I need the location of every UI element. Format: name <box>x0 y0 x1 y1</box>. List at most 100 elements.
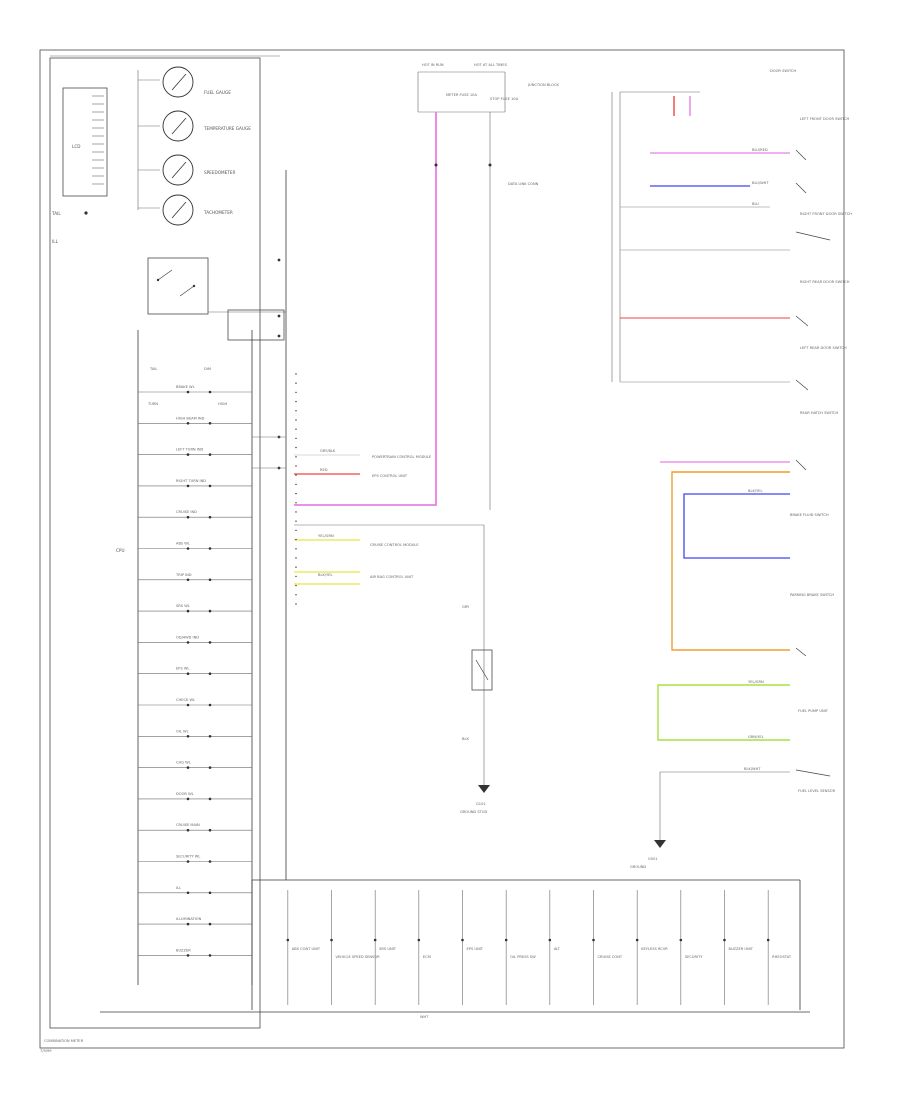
indicator-label: TRIP IND <box>175 573 192 577</box>
right-wire-grn-yel: GRN/YEL <box>748 735 764 739</box>
indicator-label: EPS WL <box>176 667 189 671</box>
mid-wire-red: RED <box>320 468 328 472</box>
indicator-lamp-icon <box>208 547 212 550</box>
indicator-lamp-icon <box>186 578 190 582</box>
right-wire-yel-grn: YEL/GRN <box>748 680 764 684</box>
indicator-lamp-icon <box>208 390 212 394</box>
fuse-hot-in-run: HOT IN RUN <box>422 63 444 67</box>
indicator-lamp-icon <box>186 860 190 863</box>
indicator-lamp-icon <box>186 547 190 550</box>
indicator-lamp-icon <box>186 703 190 707</box>
indicator-lamp-icon <box>208 766 212 769</box>
pin-dot <box>295 511 297 513</box>
gauge-label-fuel: FUEL GAUGE <box>204 90 231 95</box>
right-ground-label: GROUND <box>630 865 646 869</box>
right-item-parking-brake: PARKING BRAKE SWITCH <box>790 593 834 597</box>
indicator-lamp-icon <box>208 515 212 519</box>
fuse-hot-at-all-times: HOT AT ALL TIMES <box>474 63 508 67</box>
bottom-component-label: OIL PRESS SW <box>510 955 536 959</box>
bottom-terminal-dot <box>330 938 333 942</box>
indicator-label: LEFT TURN IND <box>176 448 204 452</box>
mid-switch: G101 GROUND STUD <box>460 649 493 814</box>
right-item-left-rear-door: LEFT REAR DOOR SWITCH <box>800 346 847 350</box>
pin-dot <box>295 584 297 587</box>
mid-wires: GRY/BLK POWERTRAIN CONTROL MODULE RED EP… <box>294 449 470 741</box>
indicator-lamp-icon <box>208 641 212 644</box>
bottom-component-label: CRUISE CONT <box>598 955 623 959</box>
pin-dot <box>295 520 297 522</box>
bottom-component-label: SRS UNIT <box>379 947 397 951</box>
bottom-terminal-dot <box>679 938 683 942</box>
indicator-label: BRAKE WL <box>176 385 195 389</box>
indicator-label: CRUISE IND <box>176 510 197 514</box>
right-item-left-front-door: LEFT FRONT DOOR SWITCH <box>800 117 849 121</box>
indicator-lamp-icon <box>186 797 190 801</box>
indicator-lamp-icon <box>186 672 190 675</box>
bottom-component-label: BUZZER UNIT <box>729 947 754 951</box>
mid-connector-data-link: DATA LINK CONN <box>508 182 539 186</box>
right-wire-blu-red: BLU/RED <box>752 148 768 152</box>
pin-dot <box>295 419 297 421</box>
indicator-label: BUZZER <box>176 948 191 952</box>
indicator-lamp-icon <box>186 609 190 613</box>
bottom-terminal-dot <box>766 938 770 942</box>
pin-dot <box>295 538 297 541</box>
gauges: FUEL GAUGE TEMPERATURE GAUGE SPEEDOMETER… <box>137 66 251 226</box>
mid-connector-pcm: POWERTRAIN CONTROL MODULE <box>372 455 432 459</box>
pin-dot <box>295 594 297 596</box>
right-item-fuel-pump: FUEL PUMP UNIT <box>798 709 829 713</box>
indicator-label: CHG WL <box>176 761 191 765</box>
wire-pink-main <box>294 112 437 506</box>
right-ground-id: G501 <box>648 857 658 861</box>
pin-dot <box>295 437 297 440</box>
gauge-label-temperature: TEMPERATURE GAUGE <box>203 126 251 131</box>
indicator-lamp-icon <box>208 609 212 613</box>
indicator-lamp-icon <box>186 422 190 425</box>
pin-dot <box>295 428 297 430</box>
right-item-right-rear-door: RIGHT REAR DOOR SWITCH <box>800 280 850 284</box>
indicator-label: HIGH BEAM IND <box>176 416 205 420</box>
ind-top-tail: TAIL <box>149 367 157 371</box>
mid-connector-cruise: CRUISE CONTROL MODULE <box>370 543 419 547</box>
lcd-block <box>62 87 108 197</box>
gauge-label-tachometer: TACHOMETER <box>203 210 233 215</box>
left-mark-tail: TAIL <box>51 211 61 216</box>
mid-ground-id: G101 <box>476 802 486 806</box>
temperature-gauge-icon <box>162 110 194 142</box>
right-item-fuel-level: FUEL LEVEL SENSOR <box>798 789 836 793</box>
indicator-lamp-icon <box>186 922 190 926</box>
indicator-label: OD/4WD IND <box>176 635 199 639</box>
bottom-bus-label: WHT <box>420 1015 429 1019</box>
right-item-right-front-door: RIGHT FRONT DOOR SWITCH <box>800 212 852 216</box>
right-wire-blu-wht: BLU/WHT <box>752 181 769 185</box>
mid-connector-eps: EPS CONTROL UNIT <box>372 474 408 478</box>
bottom-terminal-dot <box>373 938 377 942</box>
indicator-label: DOOR WL <box>176 792 194 796</box>
indicator-lamp-icon <box>208 453 212 456</box>
right-wire-blk-wht: BLK/WHT <box>744 767 761 771</box>
indicator-lamp-icon <box>208 891 212 895</box>
indicator-lamp-icon <box>208 578 212 582</box>
indicator-lamp-icon <box>186 390 190 394</box>
mid-wire-gry: GRY <box>462 605 470 609</box>
cluster-caption: COMBINATION METER <box>44 1039 84 1043</box>
indicator-label: SRS WL <box>176 604 190 608</box>
bottom-terminal-dot <box>286 938 290 942</box>
pin-dot <box>295 557 297 559</box>
bottom-component-label: ALT <box>554 947 561 951</box>
indicator-lamp-icon <box>208 735 212 738</box>
bottom-terminal-dot <box>635 938 639 942</box>
bottom-component-label: VEHICLE SPEED SENSOR <box>336 955 381 959</box>
footer-tag: 7/9/99 <box>40 1049 52 1053</box>
bottom-terminal-dot <box>723 938 726 942</box>
pin-dot <box>295 474 297 476</box>
pin-dot <box>295 400 297 403</box>
pin-dot <box>295 446 297 449</box>
lcd-label: LCD <box>72 144 80 149</box>
bottom-terminal-dot <box>504 938 508 942</box>
bottom-component-label: EPS UNIT <box>467 947 484 951</box>
mid-wire-yel-grn: YEL/GRN <box>318 534 334 538</box>
indicator-lamp-icon <box>186 954 190 957</box>
